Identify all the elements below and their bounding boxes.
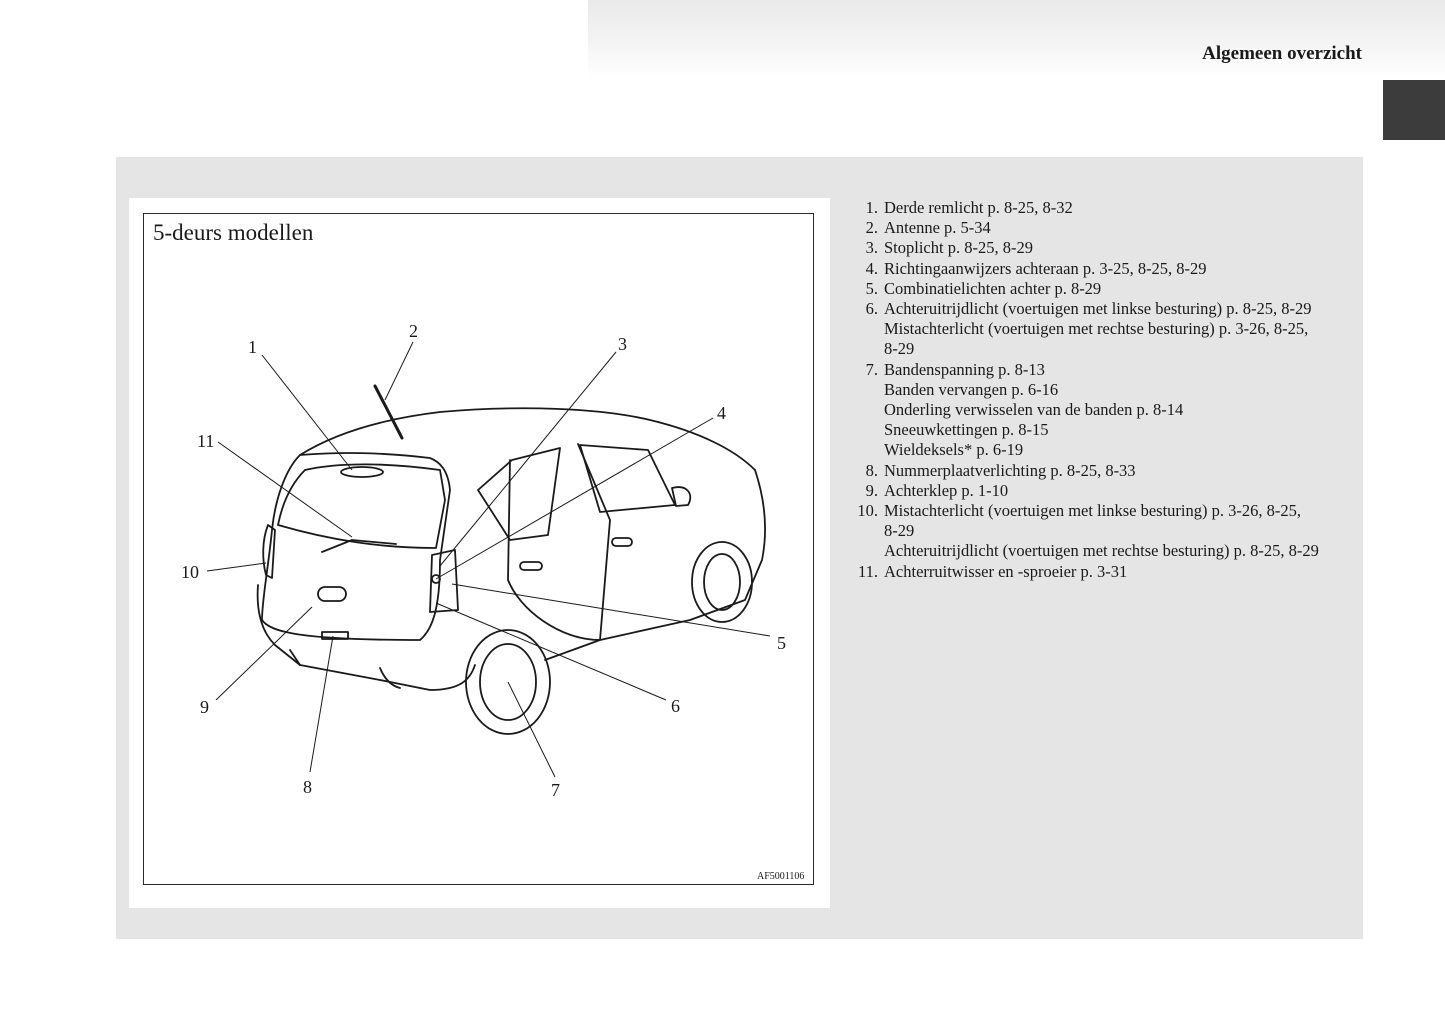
rear-door	[507, 443, 611, 641]
callout-5: 5	[777, 633, 786, 653]
door-handle-front	[611, 537, 633, 547]
side-window-rear	[477, 447, 561, 541]
legend-text: 8-29	[884, 339, 915, 359]
legend-text: Sneeuwkettingen p. 8-15	[884, 420, 1049, 440]
leader-2	[384, 341, 414, 401]
legend-text: Nummerplaatverlichting p. 8-25, 8-33	[884, 460, 1136, 480]
license-plate-light	[321, 631, 349, 640]
callout-7: 7	[551, 780, 560, 800]
legend-text: Combinatielichten achter p. 8-29	[884, 278, 1102, 298]
tailgate-handle	[317, 586, 347, 602]
right-tail-lamp	[429, 549, 459, 613]
legend-item: 3. Stoplicht p. 8-25, 8-29	[850, 238, 1360, 258]
callout-3: 3	[618, 334, 627, 354]
car-hatch	[261, 452, 451, 641]
legend-number: 2.	[865, 218, 878, 238]
legend-item: 6. Achteruitrijdlicht (voertuigen met lin…	[850, 299, 1360, 360]
front-wheel-inner	[703, 553, 741, 611]
figure-title: 5-deurs modellen	[153, 220, 314, 245]
rear-wheel-inner	[479, 643, 537, 721]
legend-number: 10.	[857, 501, 878, 521]
legend-number: 1.	[865, 198, 878, 217]
callout-11: 11	[197, 431, 214, 451]
car-rear-window	[277, 463, 446, 549]
section-title: Algemeen overzicht	[1202, 43, 1362, 64]
rear-wiper	[321, 539, 397, 553]
side-mirror	[671, 486, 692, 507]
legend-text: Banden vervangen p. 6-16	[884, 379, 1059, 399]
legend-item: 1. Derde remlicht p. 8-25, 8-32	[850, 198, 1360, 218]
legend-number: 8.	[865, 460, 878, 480]
legend-text: Mistachterlicht (voertuigen met rechtse …	[884, 319, 1309, 339]
legend-item: 10. Mistachterlicht (voertuigen met links…	[850, 501, 1360, 562]
rear-wheel	[465, 629, 551, 735]
leader-3	[439, 351, 617, 567]
legend-number: 5.	[865, 278, 878, 298]
legend-text: Onderling verwisselen van de banden p. 8…	[884, 400, 1184, 420]
left-tail-lamp	[262, 524, 276, 579]
legend-text: Achterruitwisser en -sproeier p. 3-31	[884, 561, 1128, 581]
leader-11	[217, 441, 353, 538]
tail-lamp-bulb	[431, 574, 441, 584]
legend-text: Achteruitrijdlicht (voertuigen met links…	[884, 299, 1312, 319]
front-wheel	[691, 541, 753, 623]
callout-10: 10	[181, 562, 199, 582]
leader-4	[435, 417, 714, 580]
legend-item: 11. Achterruitwisser en -sproeier p. 3-31	[850, 562, 1360, 582]
legend-number: 3.	[865, 238, 878, 258]
leader-9	[215, 606, 313, 701]
leader-10	[206, 562, 267, 572]
callout-6: 6	[671, 696, 680, 716]
leader-8	[309, 635, 334, 773]
legend-text: 8-29	[884, 521, 915, 541]
section-tab-marker	[1383, 80, 1445, 140]
header-band	[588, 0, 1445, 78]
legend-item: 8. Nummerplaatverlichting p. 8-25, 8-33	[850, 461, 1360, 481]
figure-box	[143, 213, 814, 885]
legend-item: 4. Richtingaanwijzers achteraan p. 3-25, …	[850, 259, 1360, 279]
legend-number: 11.	[857, 561, 878, 581]
legend-item: 5. Combinatielichten achter p. 8-29	[850, 279, 1360, 299]
callout-2: 2	[409, 321, 418, 341]
legend-text: Wieldeksels* p. 6-19	[884, 440, 1024, 460]
legend-text: Achterklep p. 1-10	[884, 480, 1009, 500]
legend-item: 2. Antenne p. 5-34	[850, 218, 1360, 238]
legend-text: Achteruitrijdlicht (voertuigen met recht…	[884, 541, 1319, 561]
callout-4: 4	[717, 403, 726, 423]
leader-7	[507, 681, 556, 778]
legend-text: Richtingaanwijzers achteraan p. 3-25, 8-…	[884, 258, 1207, 278]
leader-1	[261, 354, 353, 471]
antenna	[373, 384, 404, 440]
legend-number: 7.	[865, 359, 878, 379]
side-window-front	[579, 444, 676, 513]
legend-text: Mistachterlicht (voertuigen met linkse b…	[884, 501, 1301, 521]
car-side	[544, 469, 766, 661]
legend-number: 9.	[865, 480, 878, 500]
legend-number: 6.	[865, 299, 878, 319]
leader-5	[451, 583, 771, 637]
rear-bumper	[256, 584, 476, 691]
door-handle-rear	[519, 561, 543, 571]
legend-text: Antenne p. 5-34	[884, 218, 991, 238]
legend-item: 9. Achterklep p. 1-10	[850, 481, 1360, 501]
legend-text: Stoplicht p. 8-25, 8-29	[884, 238, 1033, 258]
legend-list: 1. Derde remlicht p. 8-25, 8-32 2. Antenne …	[850, 198, 1360, 582]
figure-code: AF5001106	[757, 871, 805, 882]
legend-text: Derde remlicht p. 8-25, 8-32	[884, 198, 1073, 217]
callout-1: 1	[248, 337, 257, 357]
legend-text: Bandenspanning p. 8-13	[884, 359, 1045, 379]
legend-number: 4.	[865, 258, 878, 278]
leader-6	[435, 602, 667, 701]
callout-9: 9	[200, 697, 209, 717]
car-roof	[299, 407, 756, 471]
callout-8: 8	[303, 777, 312, 797]
bumper-lower	[289, 649, 401, 689]
third-brake-light	[340, 466, 384, 478]
